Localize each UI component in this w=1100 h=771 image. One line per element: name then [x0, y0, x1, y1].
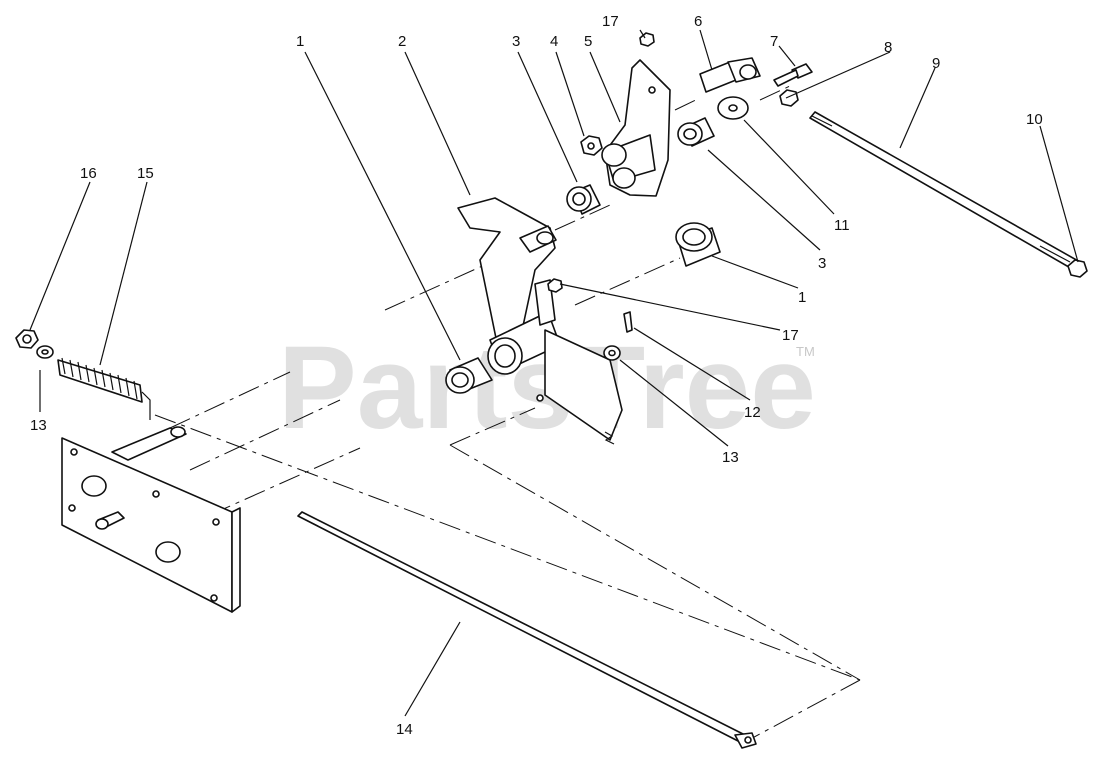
callout-8: 8	[884, 39, 892, 56]
callout-12: 12	[744, 404, 761, 421]
bushing-part-1-right	[675, 222, 721, 267]
callout-7: 7	[770, 33, 778, 50]
callout-15: 15	[137, 165, 154, 182]
nut-part-17-upper	[639, 32, 655, 47]
callout-3-lower: 3	[818, 255, 826, 272]
washer-part-13-right	[603, 345, 621, 361]
bushing-part-1-left	[445, 357, 493, 394]
callout-1-upper: 1	[296, 33, 304, 50]
bushing-part-3-right	[677, 117, 715, 147]
callout-14: 14	[396, 721, 413, 738]
nut-part-8	[779, 89, 799, 107]
washer-part-11	[717, 96, 749, 120]
cotter-pin-part-12	[623, 311, 633, 333]
callout-9: 9	[932, 55, 940, 72]
nut-part-17-lower	[547, 278, 563, 293]
callout-labels: 1 2 3 4 5 17 6 7 8 9 10 11 3 1 17 12 13 …	[30, 13, 1043, 738]
swivel-part-6	[699, 57, 761, 93]
callout-1-lower: 1	[798, 289, 806, 306]
bracket-part-5	[601, 59, 671, 197]
washer-part-13-left	[36, 345, 54, 359]
callout-6: 6	[694, 13, 702, 30]
callout-10: 10	[1026, 111, 1043, 128]
nut-part-10	[1067, 259, 1088, 278]
watermark-trademark: TM	[796, 344, 815, 359]
callout-16: 16	[80, 165, 97, 182]
callout-3-upper: 3	[512, 33, 520, 50]
callout-13-right: 13	[722, 449, 739, 466]
callout-4: 4	[550, 33, 558, 50]
bolt-part-7	[773, 63, 813, 87]
bushing-part-3-upper	[566, 184, 601, 215]
nut-part-4	[580, 135, 603, 156]
callout-5: 5	[584, 33, 592, 50]
threaded-rod-part-9	[809, 111, 1081, 271]
mounting-plate	[61, 426, 241, 613]
lever-part-2	[457, 197, 623, 445]
callout-17-upper: 17	[602, 13, 619, 30]
callout-11: 11	[834, 217, 850, 234]
nut-part-16	[15, 329, 39, 349]
callout-2: 2	[398, 33, 406, 50]
leader-lines	[29, 29, 1079, 717]
callout-17-lower: 17	[782, 327, 799, 344]
spring-part-15	[57, 357, 151, 420]
callout-13-left: 13	[30, 417, 47, 434]
rod-part-14	[297, 511, 757, 749]
